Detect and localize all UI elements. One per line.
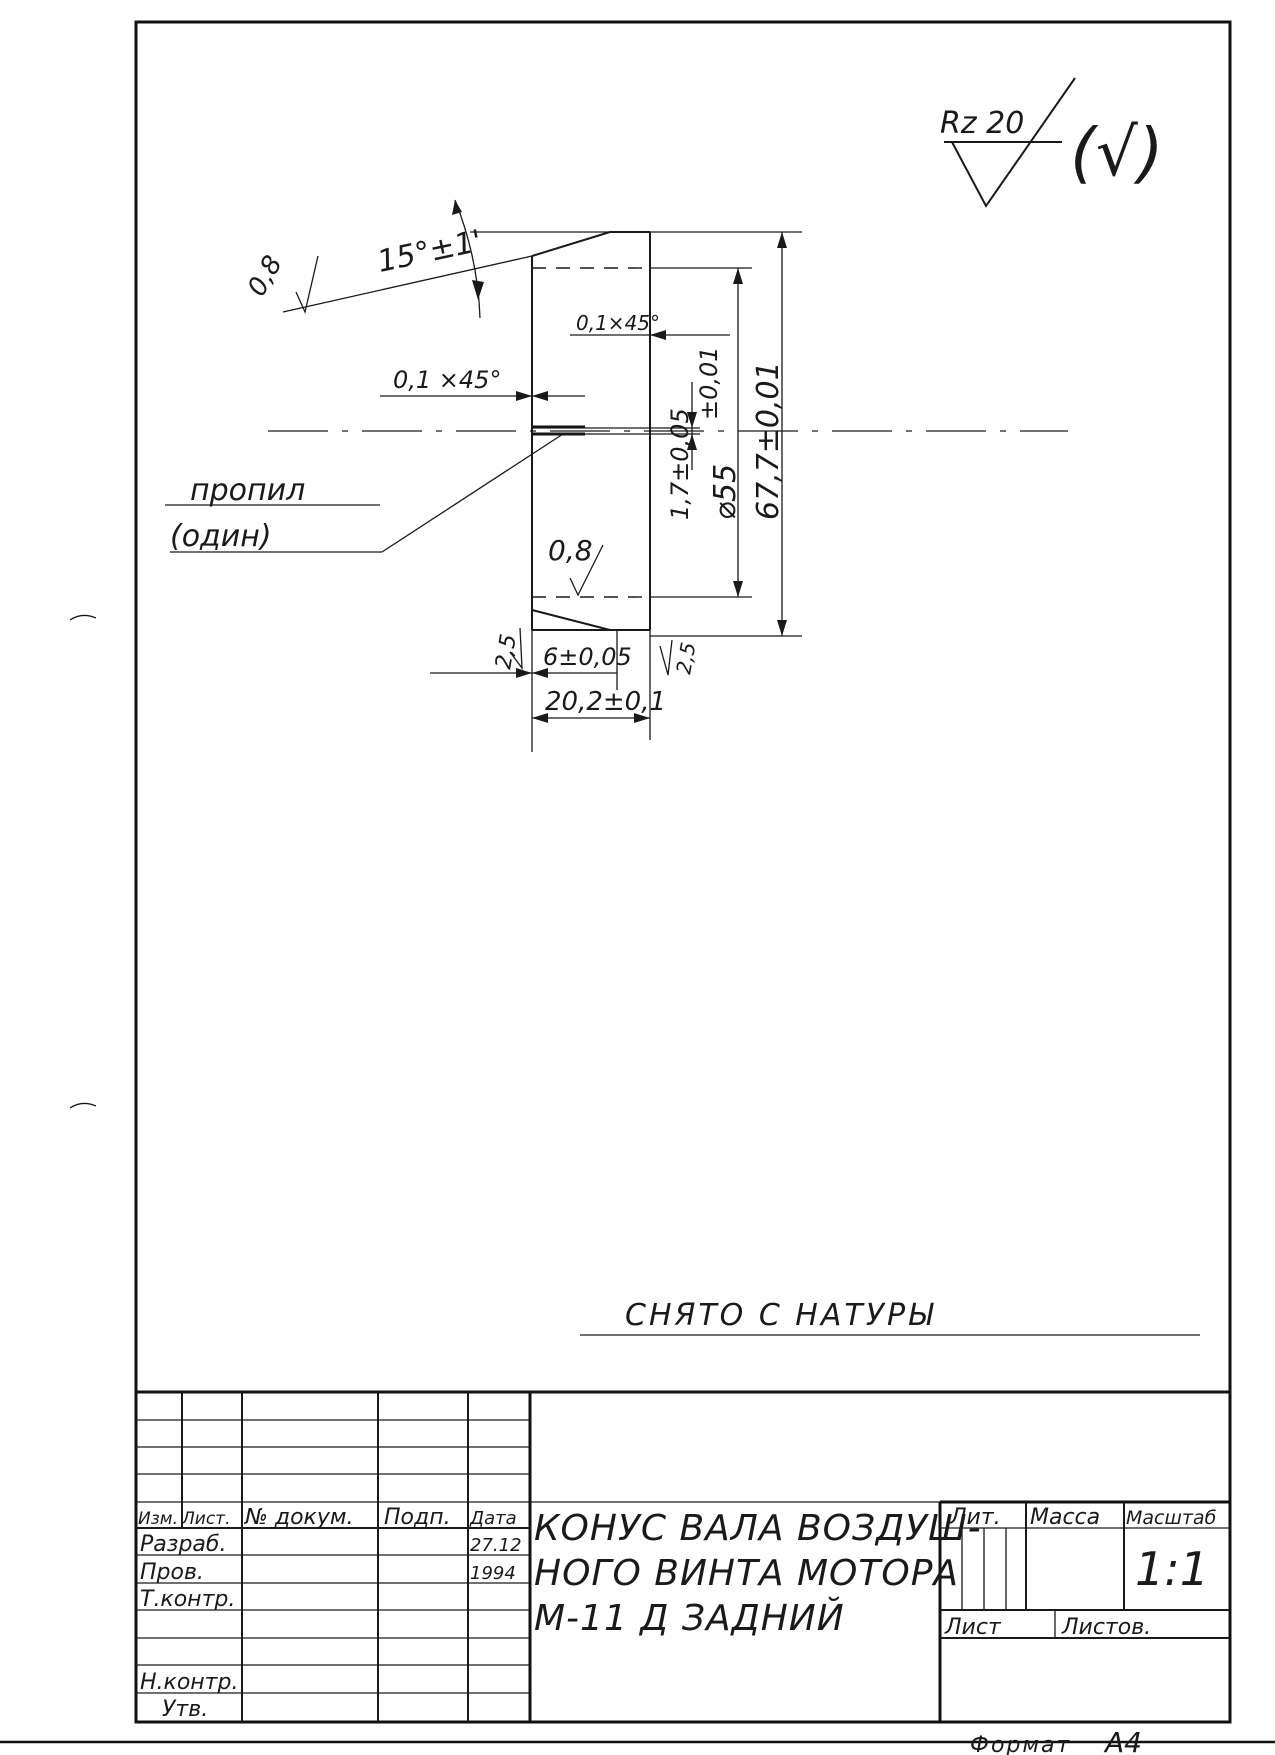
chamfer-outer-label: 0,1×45° — [576, 311, 660, 335]
title-line-3: М-11 Д ЗАДНИЙ — [534, 1597, 845, 1639]
extension-lines — [470, 231, 802, 752]
roughness-right-face: 2,5 — [659, 639, 700, 676]
role-tkontr: Т.контр. — [140, 1587, 235, 1612]
sheets-label: Листов. — [1061, 1615, 1151, 1640]
scale-label: Масштаб — [1126, 1507, 1217, 1529]
drawing-title: КОНУС ВАЛА ВОЗДУШ- НОГО ВИНТА МОТОРА М-1… — [534, 1508, 982, 1639]
format-label: Формат — [970, 1733, 1071, 1755]
shoulder-dimension: 6±0,05 — [430, 643, 632, 678]
header-izm: Изм. — [138, 1509, 178, 1529]
title-block — [136, 1390, 1230, 1722]
role-utv: Утв. — [162, 1697, 208, 1722]
angle-label: 15°±1' — [374, 224, 485, 280]
mass-label: Масса — [1030, 1505, 1100, 1530]
cut-note-line2: (один) — [170, 519, 272, 554]
format-value: А4 — [1103, 1726, 1142, 1755]
roughness-left-label: 2,5 — [491, 632, 522, 671]
chamfer-inner-dimension: 0,1 ×45° — [380, 366, 585, 401]
general-roughness-mark: Rz 20 (√) — [940, 77, 1164, 208]
sheet-frame — [0, 20, 1275, 1744]
length-dimension: 20,2±0,1 — [532, 687, 666, 723]
title-block-right: Лит. Масса Масштаб 1:1 Лист Листов. — [944, 1505, 1217, 1640]
chamfer-inner-label: 0,1 ×45° — [393, 366, 501, 394]
header-list: Лист. — [181, 1509, 231, 1529]
roughness-bracket-mark: (√) — [1070, 114, 1164, 191]
outer-diameter-label: 67,7±0,01 — [751, 361, 786, 520]
scale-value: 1:1 — [1135, 1542, 1209, 1596]
sheet-label: Лист — [944, 1615, 1002, 1640]
title-line-2: НОГО ВИНТА МОТОРА — [534, 1553, 959, 1594]
role-prov: Пров. — [140, 1560, 204, 1585]
roughness-cone-label: 0,8 — [242, 251, 289, 302]
header-date: Дата — [469, 1508, 517, 1529]
header-sign: Подп. — [384, 1505, 451, 1530]
source-note-label: СНЯТО С НАТУРЫ — [625, 1298, 936, 1333]
roughness-left-face: 2,5 — [491, 627, 523, 671]
role-nkontr: Н.контр. — [140, 1670, 238, 1695]
roughness-right-label: 2,5 — [671, 640, 700, 675]
date-day: 27.12 — [470, 1535, 522, 1556]
roughness-cone: 0,8 — [242, 251, 319, 315]
cut-note-line1: пропил — [190, 473, 305, 508]
length-label: 20,2±0,1 — [545, 687, 666, 717]
shoulder-label: 6±0,05 — [543, 643, 632, 671]
roughness-bore: 0,8 — [548, 534, 604, 597]
slot-dimension: 1,7±0,05 ±0,01 — [666, 346, 723, 520]
format-label-group: Формат А4 — [970, 1726, 1142, 1755]
title-block-roles: Разраб. Пров. Т.контр. Н.контр. Утв. 27.… — [140, 1532, 522, 1722]
outer-diameter-dimension: 67,7±0,01 — [751, 232, 787, 636]
date-year: 1994 — [470, 1563, 516, 1584]
chamfer-outer-dimension: 0,1×45° — [570, 311, 730, 340]
angle-dimension: 15°±1' — [282, 199, 533, 319]
source-note: СНЯТО С НАТУРЫ — [580, 1298, 1200, 1336]
lit-label: Лит. — [949, 1505, 1001, 1530]
header-doc: № докум. — [244, 1505, 353, 1530]
role-razrab: Разраб. — [140, 1532, 226, 1557]
roughness-bore-label: 0,8 — [548, 534, 593, 567]
title-line-1: КОНУС ВАЛА ВОЗДУШ- — [534, 1508, 982, 1549]
slot-width-label: 1,7±0,05 — [666, 408, 694, 520]
cut-note: пропил (один) — [165, 433, 564, 554]
bore-label: ⌀55 — [708, 464, 743, 520]
roughness-rz20-label: Rz 20 — [940, 106, 1024, 141]
slot-offset-label: ±0,01 — [695, 346, 723, 420]
title-block-headers: Изм. Лист. № докум. Подп. Дата — [138, 1505, 517, 1530]
bore-dimension: ⌀55 — [708, 268, 743, 597]
